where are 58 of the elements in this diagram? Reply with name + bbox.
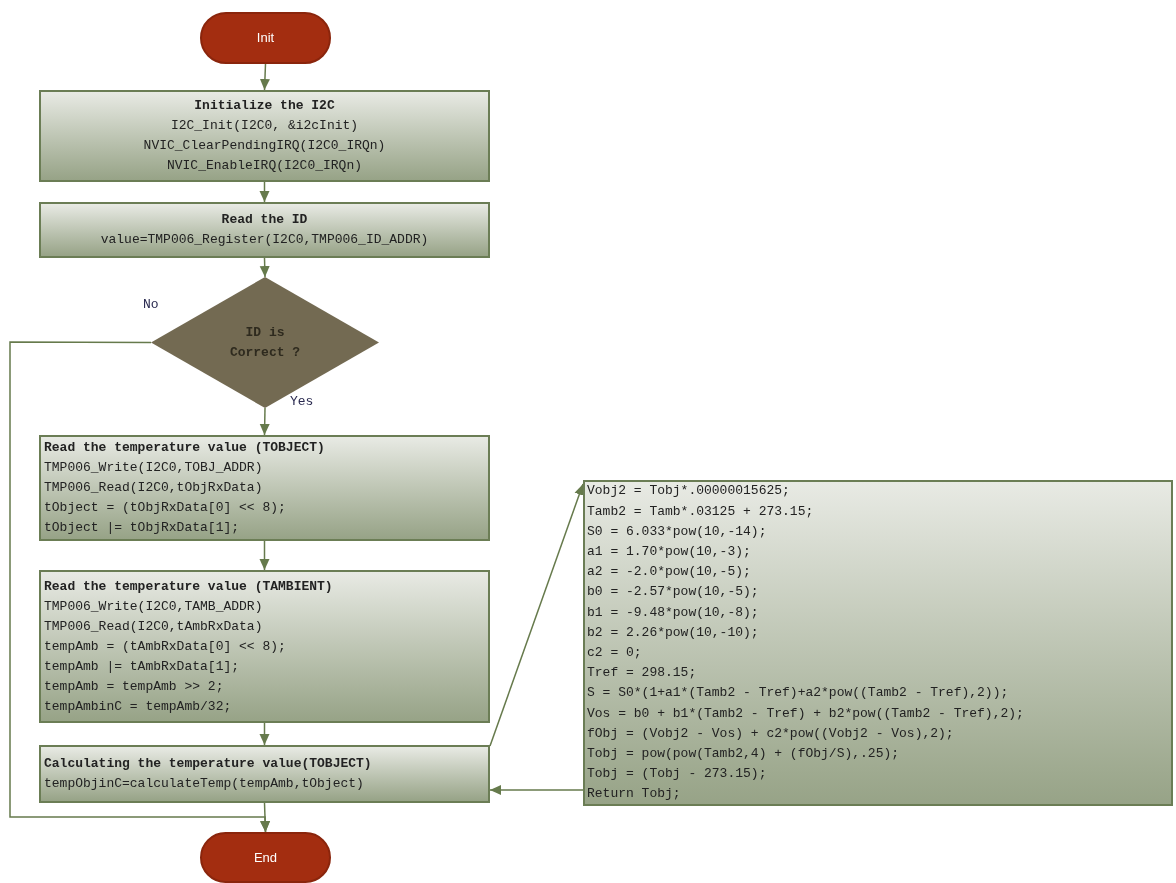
arrow <box>260 802 271 833</box>
process-box <box>39 435 490 541</box>
edge-label: Yes <box>290 395 314 408</box>
terminal-pill <box>200 12 331 64</box>
decision-label: ID is Correct ? <box>228 323 302 362</box>
code-line: tempAmb |= tAmbRxData[1]; <box>44 657 240 676</box>
code-line: NVIC_ClearPendingIRQ(I2C0_IRQn) <box>143 137 386 155</box>
arrow <box>259 257 270 278</box>
process-box <box>39 202 490 258</box>
arrow <box>259 540 270 571</box>
code-line: value=TMP006_Register(I2C0,TMP006_ID_ADDR) <box>100 231 429 249</box>
arrow <box>489 785 584 795</box>
code-line: NVIC_EnableIRQ(I2C0_IRQn) <box>166 157 362 175</box>
code-line: Vos = b0 + b1*(Tamb2 - Tref) + b2*pow((Tamb2 - Tref),2); <box>587 704 1024 723</box>
step-heading: Read the temperature value (TAMBIENT) <box>44 577 333 596</box>
code-line: Return Tobj; <box>587 785 681 804</box>
arrow <box>489 483 585 747</box>
arrow <box>259 63 270 91</box>
step-heading: Calculating the temperature value(TOBJECT) <box>44 755 372 773</box>
code-line: tObject |= tObjRxData[1]; <box>44 519 240 537</box>
step-heading: Read the ID <box>221 211 308 229</box>
code-line: S0 = 6.033*pow(10,-14); <box>587 522 767 541</box>
code-line: a1 = 1.70*pow(10,-3); <box>587 543 751 561</box>
code-line: TMP006_Write(I2C0,TAMB_ADDR) <box>44 597 263 616</box>
code-box <box>583 480 1173 806</box>
code-line: Tobj = pow(pow(Tamb2,4) + (fObj/S),.25); <box>587 745 900 763</box>
code-line: I2C_Init(I2C0, &i2cInit) <box>170 117 359 135</box>
process-box <box>39 570 490 723</box>
code-line: TMP006_Read(I2C0,tAmbRxData) <box>44 617 263 636</box>
code-line: S = S0*(1+a1*(Tamb2 - Tref)+a2*pow((Tamb2 - Tref),2)); <box>587 684 1009 703</box>
code-line: Tamb2 = Tamb*.03125 + 273.15; <box>587 502 814 521</box>
step-heading: Read the temperature value (TOBJECT) <box>44 439 325 457</box>
code-line: TMP006_Write(I2C0,TOBJ_ADDR) <box>44 459 263 477</box>
arrow <box>259 407 270 436</box>
code-line: a2 = -2.0*pow(10,-5); <box>587 563 751 582</box>
code-line: tempAmbinC = tempAmb/32; <box>44 697 232 716</box>
code-line: fObj = (Vobj2 - Vos) + c2*pow((Vobj2 - Vos),2); <box>587 724 954 743</box>
code-line: b1 = -9.48*pow(10,-8); <box>587 603 759 622</box>
code-line: b0 = -2.57*pow(10,-5); <box>587 583 759 602</box>
edge-label: No <box>143 298 159 311</box>
code-line: Tobj = (Tobj - 273.15); <box>587 765 767 784</box>
terminal-label: End <box>253 848 278 867</box>
step-heading: Initialize the I2C <box>194 97 335 115</box>
code-line: tObject = (tObjRxData[0] << 8); <box>44 499 286 517</box>
code-line: tempObjinC=calculateTemp(tempAmb,tObject) <box>44 775 364 793</box>
arrow <box>259 722 270 746</box>
code-line: c2 = 0; <box>587 644 642 662</box>
code-line: Vobj2 = Tobj*.00000015625; <box>587 482 790 501</box>
arrow <box>259 181 270 203</box>
process-box <box>39 90 490 182</box>
process-box <box>39 745 490 803</box>
code-line: tempAmb = (tAmbRxData[0] << 8); <box>44 637 286 656</box>
code-line: tempAmb = tempAmb >> 2; <box>44 677 224 696</box>
code-line: Tref = 298.15; <box>587 664 697 683</box>
terminal-pill <box>200 832 331 883</box>
code-line: b2 = 2.26*pow(10,-10); <box>587 623 759 642</box>
terminal-label: Init <box>256 29 275 48</box>
code-line: TMP006_Read(I2C0,tObjRxData) <box>44 479 263 497</box>
